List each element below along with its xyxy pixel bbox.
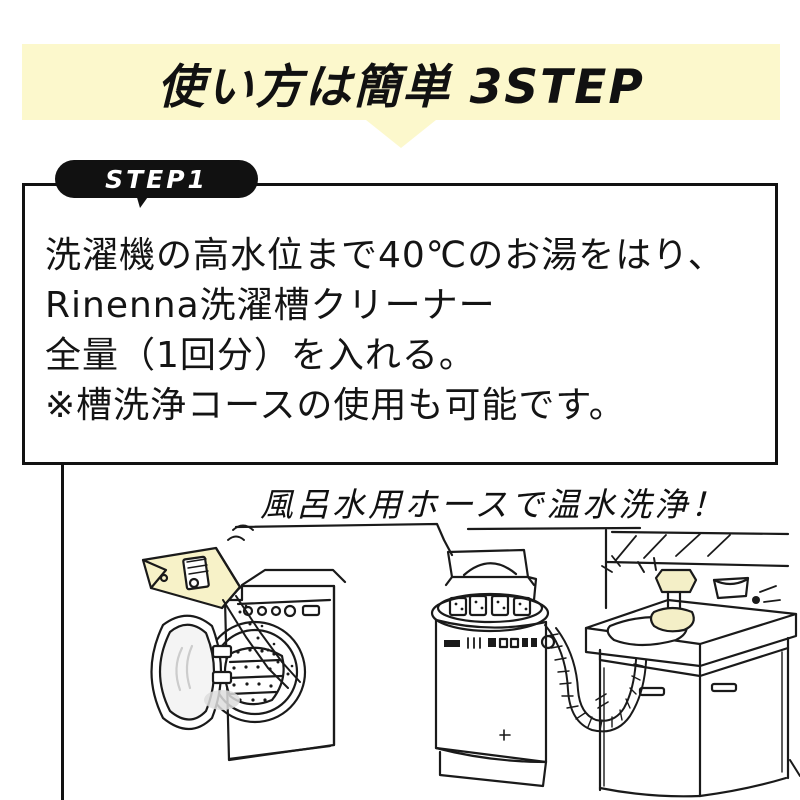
instruction-line-4: ※槽洗浄コースの使用も可能です。 (45, 385, 626, 426)
step1-badge-notch-icon (136, 194, 150, 208)
header-banner: 使い方は簡単 3STEP (22, 44, 780, 120)
instruction-line-3: 全量（1回分）を入れる。 (45, 335, 476, 376)
left-connector-line (61, 465, 64, 800)
step1-badge-label: STEP1 (105, 164, 208, 194)
bath-water-hose-illustration (544, 617, 648, 733)
banner-title: 使い方は簡単 3STEP (157, 59, 645, 115)
top-load-washer-illustration (430, 548, 556, 788)
step1-box (22, 183, 778, 465)
step1-instructions: 洗濯機の高水位まで40℃のお湯をはり、 Rinenna洗濯槽クリーナー 全量（1… (45, 231, 755, 431)
bathroom-sink-illustration (584, 528, 800, 798)
hose-caption: 風呂水用ホースで温水洗浄！ (260, 485, 727, 524)
instruction-line-2: Rinenna洗濯槽クリーナー (45, 285, 496, 326)
caption-leader-lines (234, 522, 642, 557)
banner-tail-triangle (366, 120, 436, 148)
detergent-box-illustration (141, 524, 301, 689)
instruction-line-1: 洗濯機の高水位まで40℃のお湯をはり、 (45, 235, 725, 276)
step1-badge: STEP1 (55, 160, 258, 198)
front-load-washer-illustration (150, 568, 347, 762)
